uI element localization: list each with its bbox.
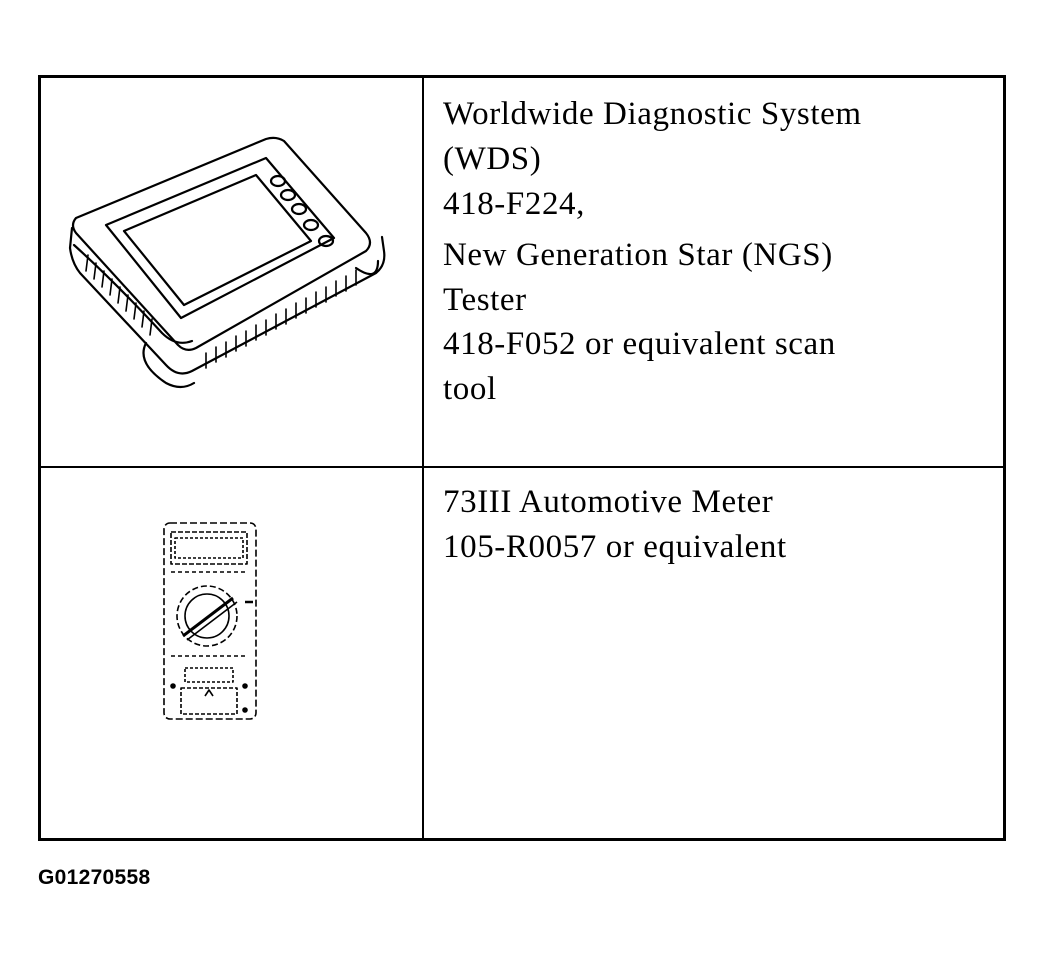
tool-number-line: 418-F224,	[443, 185, 585, 222]
figure-code: G01270558	[38, 866, 151, 889]
row-divider	[41, 466, 1003, 468]
multimeter-icon	[163, 522, 257, 720]
alt-tool-line: 418-F052 or equivalent scan	[443, 326, 836, 363]
tool-name-line: (WDS)	[443, 140, 542, 177]
alt-tool-line: New Generation Star (NGS)	[443, 236, 833, 273]
tool-name-line: Worldwide Diagnostic System	[443, 96, 862, 132]
alt-tool-line: Tester	[443, 281, 527, 318]
column-divider	[422, 78, 424, 838]
wds-tool-description: Worldwide Diagnostic System (WDS) 418-F2…	[443, 92, 862, 412]
alt-tool-line: tool	[443, 371, 497, 408]
special-tools-table: Worldwide Diagnostic System (WDS) 418-F2…	[38, 75, 1006, 841]
tool-number-line: 105-R0057 or equivalent	[443, 528, 787, 565]
diagnostic-tablet-icon	[68, 136, 386, 389]
meter-tool-description: 73III Automotive Meter 105-R0057 or equi…	[443, 480, 787, 570]
tool-name-line: 73III Automotive Meter	[443, 484, 774, 520]
